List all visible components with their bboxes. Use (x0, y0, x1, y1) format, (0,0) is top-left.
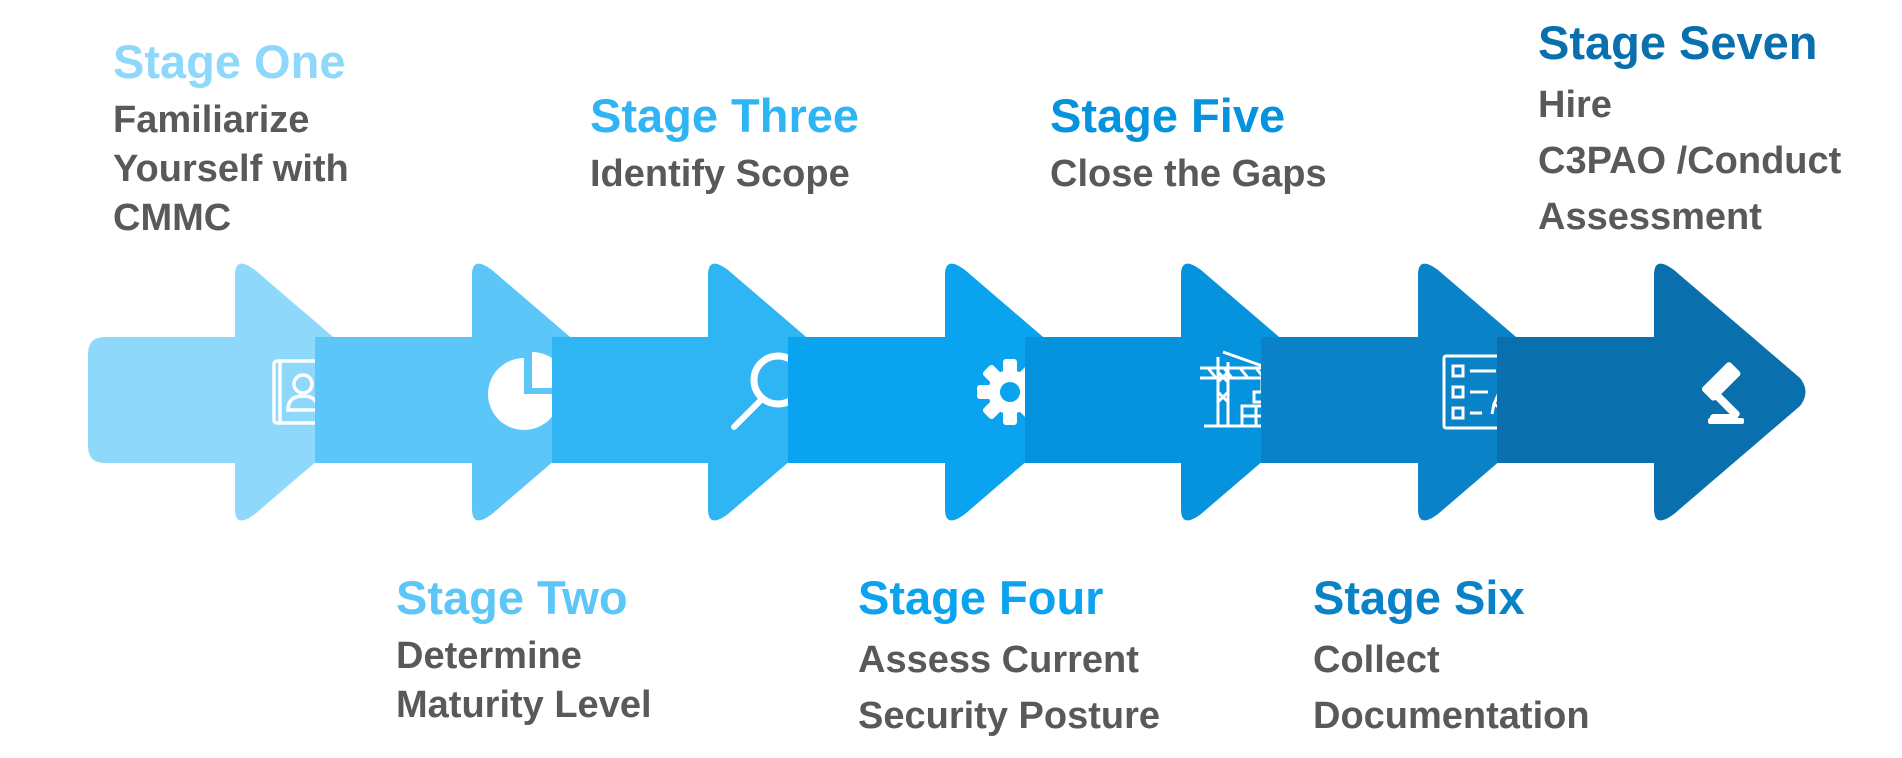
arrow-shape (1497, 263, 1806, 521)
arrow-shape (88, 263, 387, 521)
description-line: Hire (1538, 83, 1612, 126)
stage-description: Familiarize Yourself with CMMC (113, 96, 349, 243)
stage-description: Close the Gaps (1050, 150, 1327, 199)
arrow-stage-four (788, 263, 1097, 521)
description-line: Assessment (1538, 195, 1762, 238)
arrow-shape (315, 263, 624, 521)
stage-five-label: Stage Five Close the Gaps (1050, 90, 1327, 199)
arrow-stage-seven (1497, 263, 1806, 521)
stage-description: Assess Current Security Posture (858, 632, 1160, 744)
description-line: Close the Gaps (1050, 152, 1327, 195)
stage-title: Stage Five (1050, 89, 1286, 142)
gear-hole (1000, 382, 1020, 402)
stage-four-label: Stage Four Assess Current Security Postu… (858, 572, 1160, 744)
stage-title: Stage Seven (1538, 16, 1818, 69)
stage-title: Stage Six (1313, 571, 1525, 624)
gavel-icon (1701, 362, 1744, 424)
stage-description: Identify Scope (590, 150, 859, 199)
arrow-shape (552, 263, 860, 521)
arrow-shape (1025, 263, 1333, 521)
stage-description: Determine Maturity Level (396, 632, 652, 730)
description-line: Determine (396, 634, 582, 677)
stage-three-label: Stage Three Identify Scope (590, 90, 859, 199)
stage-two-label: Stage Two Determine Maturity Level (396, 572, 652, 730)
stage-title: Stage Four (858, 571, 1104, 624)
stage-description: Hire C3PAO /Conduct Assessment (1538, 77, 1841, 245)
stage-title: Stage Three (590, 89, 860, 142)
description-line: Security Posture (858, 694, 1160, 737)
stage-title: Stage One (113, 35, 346, 88)
description-line: Collect (1313, 638, 1440, 681)
arrow-shape (1261, 263, 1570, 521)
stage-seven-label: Stage Seven Hire C3PAO /Conduct Assessme… (1538, 17, 1841, 245)
description-line: Familiarize (113, 98, 310, 141)
stage-one-label: Stage One Familiarize Yourself with CMMC (113, 36, 349, 243)
arrow-shape (788, 263, 1097, 521)
description-line: C3PAO /Conduct (1538, 139, 1842, 182)
stage-title: Stage Two (396, 571, 628, 624)
description-line: CMMC (113, 196, 232, 239)
description-line: Documentation (1313, 694, 1590, 737)
stage-description: Collect Documentation (1313, 632, 1590, 744)
description-line: Assess Current (858, 638, 1139, 681)
description-line: Maturity Level (396, 683, 652, 726)
stage-six-label: Stage Six Collect Documentation (1313, 572, 1590, 744)
arrow-stage-one (88, 263, 387, 521)
description-line: Identify Scope (590, 152, 850, 195)
description-line: Yourself with (113, 147, 349, 190)
